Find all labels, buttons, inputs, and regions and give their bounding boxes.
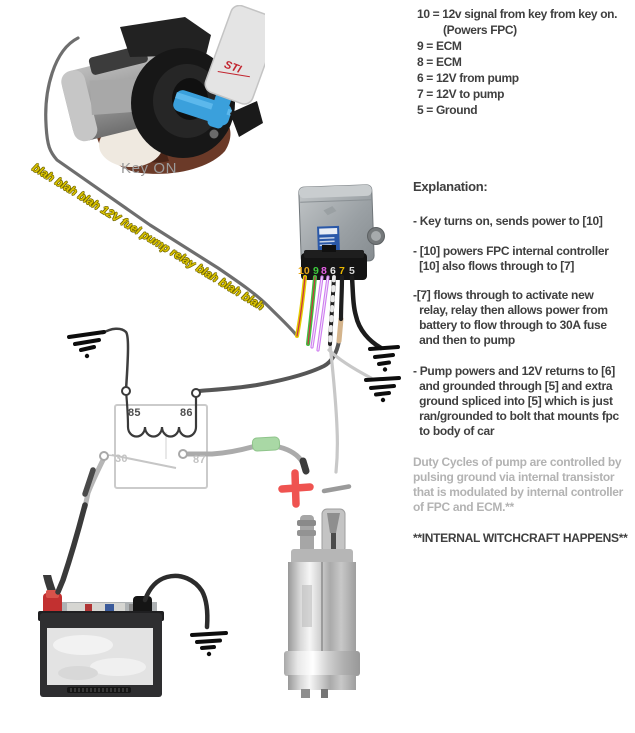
- wire-pin10-red-stripe: [296, 276, 306, 337]
- wire-key-to-pin10: [44, 36, 299, 338]
- explanation-block: Explanation: - Key turns on, sends power…: [413, 179, 635, 546]
- wire-87-end-tip: [299, 457, 310, 475]
- pump-splice-dash: [321, 484, 352, 494]
- wire-relay30-to-battery-dark: [55, 502, 88, 595]
- wire-pin6-white-dashes: [328, 275, 336, 346]
- key-head-screw: [209, 129, 219, 139]
- wire-pin6-to-pump: [328, 342, 340, 474]
- relay-switch-blade: [111, 454, 177, 469]
- relay-terminal-30: [99, 451, 109, 461]
- pump-connector-pin: [331, 533, 336, 549]
- pump-body-label: [302, 585, 312, 627]
- relay-label-30: 30: [115, 453, 128, 465]
- ground-icon: [67, 330, 106, 359]
- fpc-pin-label-9: 9: [313, 265, 319, 277]
- panel-sheen-2: [90, 658, 146, 676]
- battery-vent-ticks: [70, 688, 128, 692]
- pin-legend-line-5: 5 = Ground: [417, 103, 478, 117]
- fuse-30a: [251, 436, 281, 452]
- pump-inlet-rib-1: [297, 520, 316, 526]
- wire-pin7-black: [338, 274, 345, 322]
- pump-base-pin-1: [301, 689, 310, 698]
- pump-lower-ring: [284, 651, 360, 676]
- pin-legend-line-6: 6 = 12V from pump: [417, 71, 519, 85]
- battery-illustration: [38, 571, 164, 697]
- explanation-step-3: -[7] flows through to activate new relay…: [413, 288, 608, 347]
- pin-legend-line-7: 7 = 12V to pump: [417, 87, 505, 101]
- wire-pin5-to-ground: [349, 274, 384, 351]
- relay-terminal-85: [121, 386, 131, 396]
- fpc-box-photo: [292, 180, 388, 292]
- wire-relay30-dark-patch: [82, 467, 96, 497]
- pin-legend: 10 = 12v signal from key from key on. (P…: [417, 6, 618, 118]
- wire-pin8-strand-a-stripe: [311, 276, 323, 348]
- relay-terminal-86: [191, 388, 201, 398]
- fpc-connector-lip: [304, 250, 364, 258]
- pump-inlet-rib-2: [297, 530, 316, 536]
- fpc-connector-tab: [322, 245, 336, 252]
- fpc-pin-label-8: 8: [321, 265, 327, 277]
- key-head-edge: [230, 101, 263, 137]
- relay-label-85: 85: [128, 407, 141, 419]
- battery-positive-terminal: [43, 593, 62, 616]
- explanation-step-2: - [10] powers FPC internal controller [1…: [413, 244, 609, 273]
- wire-pin9-red-stripe: [307, 276, 316, 345]
- relay-label-86: 86: [180, 407, 193, 419]
- pin-legend-line-8: 8 = ECM: [417, 55, 462, 69]
- relay-terminal-87: [178, 449, 188, 459]
- witchcraft-note: **INTERNAL WITCHCRAFT HAPPENS**: [413, 531, 628, 545]
- relay-terminal-circles: [99, 386, 201, 461]
- ground-icon: [190, 631, 228, 657]
- sti-logo: STI: [223, 59, 244, 76]
- explanation-heading: Explanation:: [413, 179, 488, 194]
- battery-sticker-blue: [105, 604, 114, 612]
- fpc-pin-label-10: 10: [298, 265, 310, 277]
- plus-icon: [278, 469, 314, 508]
- fuel-pump-illustration: [284, 508, 360, 698]
- pin-legend-line-10: 10 = 12v signal from key from key on.: [417, 7, 618, 21]
- pump-base-pin-2: [321, 689, 328, 698]
- housing-top: [120, 17, 211, 57]
- pump-base: [288, 675, 356, 690]
- fpc-box-illustration: [298, 184, 385, 280]
- battery-sticker-red: [85, 604, 92, 612]
- duty-cycle-note: Duty Cycles of pump are controlled by pu…: [413, 455, 624, 514]
- battery-photo: [33, 571, 168, 700]
- explanation-step-4: - Pump powers and 12V returns to [6] and…: [413, 364, 619, 438]
- ground-icon: [364, 376, 401, 403]
- wire-pin7-tan-segment: [336, 316, 344, 344]
- fpc-pin-label-7: 7: [339, 265, 345, 277]
- pump-connector-slot: [327, 513, 340, 533]
- battery-sticker: [67, 603, 125, 613]
- relay-label-87: 87: [193, 454, 206, 466]
- ignition-key-photo: STI: [35, 4, 280, 180]
- panel-sheen-1: [53, 635, 113, 655]
- panel-sheen-3: [58, 666, 98, 680]
- fuel-pump-photo: [282, 505, 362, 700]
- wire-relay85-to-ground: [101, 327, 130, 392]
- wire-battery-negative-to-ground: [142, 573, 210, 630]
- ground-icon: [368, 345, 400, 372]
- key-on-label: Key ON: [121, 160, 178, 177]
- ignition-key-illustration: STI: [61, 4, 280, 174]
- relay-coil: [124, 390, 198, 438]
- pin-legend-line-powers: (Powers FPC): [443, 23, 517, 37]
- pin-legend-line-9: 9 = ECM: [417, 39, 462, 53]
- relay-outline: [114, 404, 208, 489]
- explanation-step-1: - Key turns on, sends power to [10]: [413, 214, 603, 228]
- relay-schematic: [105, 390, 208, 489]
- fpc-round-port-center: [371, 231, 381, 241]
- key-head: STI: [204, 4, 280, 105]
- fpc-pin-label-6: 6: [330, 265, 336, 277]
- fpc-pin-label-5: 5: [349, 265, 355, 277]
- wire-pin6-ground-branch: [327, 348, 373, 380]
- wire-pin8-strand-b-stripe: [317, 276, 329, 351]
- fpc-connector: [301, 253, 367, 280]
